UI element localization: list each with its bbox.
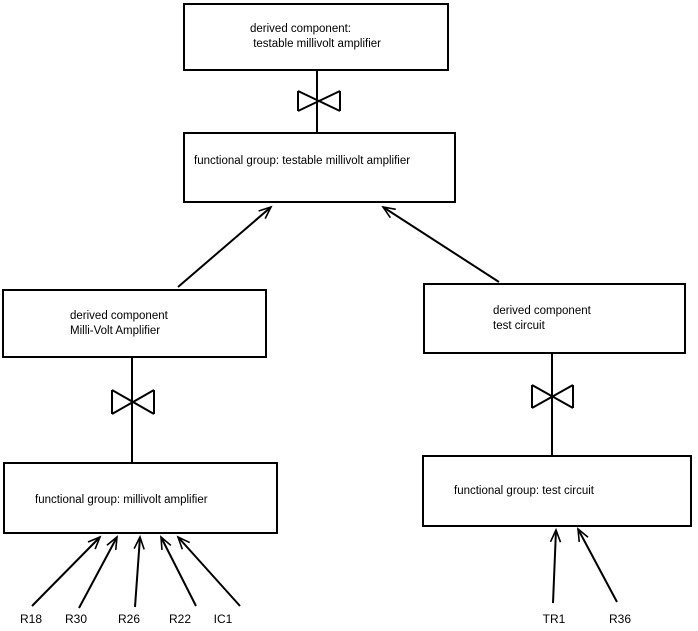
right-leaf-arrows [553, 529, 618, 604]
component-label-r26: R26 [117, 612, 140, 626]
box-label-line: test circuit [493, 319, 545, 332]
box-label-line: derived component [70, 309, 168, 322]
arrow-left-derived-to-top [177, 207, 271, 288]
connector-right [531, 354, 574, 455]
connector-left [111, 358, 155, 462]
bowtie-connector-icon [531, 384, 574, 409]
box-label-line: Milli-Volt Amplifier [70, 324, 161, 337]
box-label-line: derived component [493, 304, 591, 317]
component-label-r22: R22 [168, 612, 191, 626]
bowtie-connector-icon [111, 389, 155, 415]
component-label-r30: R30 [64, 612, 87, 626]
box-derived-testable-millivolt-amplifier: derived component: testable millivolt am… [183, 3, 449, 71]
arrow-r36 [578, 529, 618, 603]
arrow-r22 [161, 537, 197, 607]
arrow-ic1 [178, 537, 241, 607]
box-label-line: functional group: testable millivolt amp… [194, 155, 411, 167]
box-functional-group-test-circuit: functional group: test circuit [422, 455, 692, 527]
component-label-r36: R36 [608, 612, 631, 626]
box-label-line: functional group: millivolt amplifier [35, 493, 208, 506]
left-leaf-arrows [31, 537, 241, 609]
arrow-r26 [135, 537, 140, 608]
arrow-right-derived-to-top [383, 207, 500, 283]
box-functional-group-millivolt-amplifier: functional group: millivolt amplifier [3, 462, 278, 534]
component-label-r18: R18 [19, 612, 42, 626]
box-functional-group-testable-millivolt-amplifier: functional group: testable millivolt amp… [183, 132, 456, 203]
arrow-r18 [31, 537, 100, 607]
arrow-tr1 [553, 530, 556, 604]
box-derived-test-circuit: derived component test circuit [423, 283, 686, 354]
component-label-ic1: IC1 [213, 612, 233, 626]
inheritance-arrows [177, 207, 500, 288]
bowtie-connector-icon [297, 90, 341, 112]
connector-top [297, 71, 341, 133]
box-label-line: functional group: test circuit [454, 484, 594, 497]
box-label-line: derived component: [250, 23, 352, 35]
box-label-line: testable millivolt amplifier [250, 38, 382, 50]
component-label-tr1: TR1 [542, 612, 566, 626]
box-derived-milli-volt-amplifier: derived component Milli-Volt Amplifier [2, 289, 267, 358]
arrow-r30 [78, 537, 117, 609]
